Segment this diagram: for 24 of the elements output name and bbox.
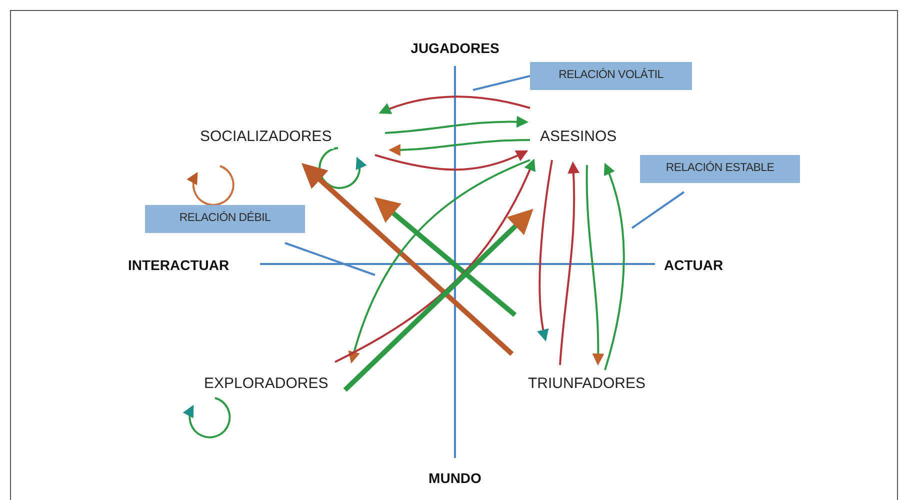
callout-box: RELACIÓN ESTABLE [640, 155, 800, 183]
arrow [374, 197, 517, 317]
arrow [318, 147, 366, 189]
arrow [301, 162, 514, 356]
arrow [388, 139, 530, 156]
arrow [343, 208, 534, 392]
axis-label: MUNDO [428, 469, 482, 488]
arrow [186, 165, 234, 206]
leader-line [631, 191, 685, 229]
arrow [374, 150, 528, 171]
callout-box: RELACIÓN DÉBIL [145, 205, 305, 233]
arrow [586, 165, 604, 366]
arrow [378, 96, 530, 114]
leader-line [284, 242, 376, 276]
arrow [559, 161, 580, 366]
axis-label: ACTUAR [664, 256, 724, 275]
arrow [384, 116, 529, 134]
callout-box: RELACIÓN VOLÁTIL [530, 62, 692, 90]
axis-label: INTERACTUAR [128, 256, 230, 275]
leader-line [472, 75, 530, 91]
axis-label: JUGADORES [410, 39, 500, 58]
arrow [604, 162, 625, 370]
arrow [183, 397, 231, 438]
arrow [537, 160, 553, 342]
